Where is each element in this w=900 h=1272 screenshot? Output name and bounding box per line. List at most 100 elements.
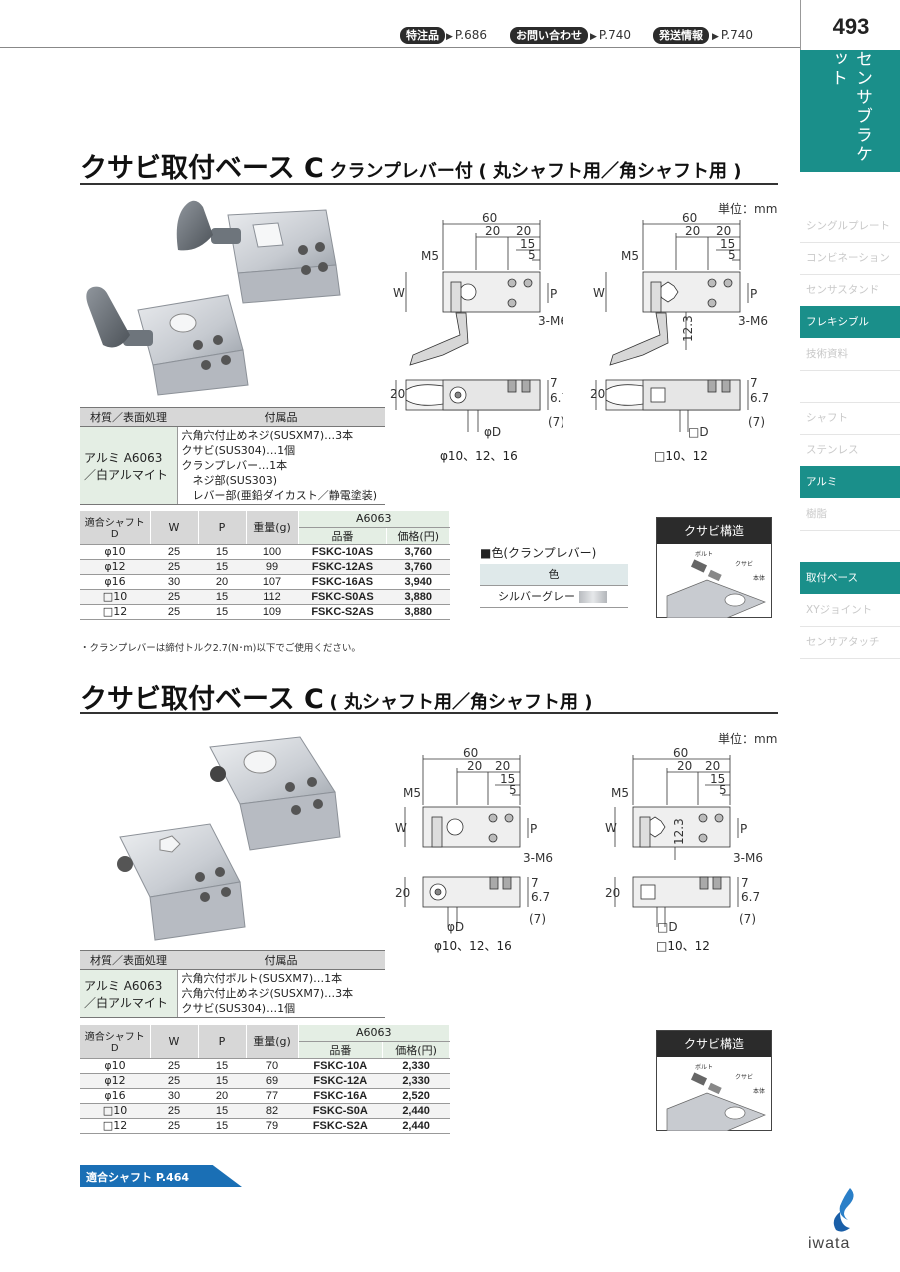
svg-text:20: 20 [605, 886, 620, 900]
svg-text:W: W [593, 286, 605, 300]
svg-text:60: 60 [682, 211, 697, 225]
section1-material-table: 材質／表面処理 付属品 アルミ A6063 ／白アルマイト 六角穴付止めネジ(S… [80, 407, 385, 505]
mat-value: アルミ A6063 ／白アルマイト [80, 969, 178, 1018]
spec-header-price: 価格(円) [386, 527, 450, 545]
nav-item-single-plate[interactable]: シングルプレート [806, 220, 890, 232]
svg-text:P: P [740, 822, 747, 836]
section2-caption-round: φ10、12、16 [434, 939, 512, 953]
svg-text:(7): (7) [529, 912, 546, 926]
section1-drawing-square: 60 20 20 15 5 M5 W P 3-M6 12.3 20 7 6.7 … [590, 211, 768, 439]
section2-title-main: クサビ取付ベース C [80, 684, 324, 715]
accessory-item: クサビ(SUS304)…1個 [181, 444, 296, 457]
silver-swatch [579, 591, 607, 603]
svg-text:6.7: 6.7 [531, 890, 550, 904]
shaft-link-banner[interactable] [80, 1165, 242, 1187]
svg-text:ボルト: ボルト [695, 1063, 713, 1071]
nav-item-xy-joint[interactable]: XYジョイント [806, 604, 873, 616]
svg-text:60: 60 [673, 746, 688, 760]
section2-material-table: 材質／表面処理 付属品 アルミ A6063 ／白アルマイト 六角穴付ボルト(SU… [80, 950, 385, 1018]
spec-header-a6063: A6063 [298, 511, 450, 528]
section1-product-photo [86, 200, 341, 396]
mat-header-material: 材質／表面処理 [80, 950, 177, 970]
accessory-item: 六角穴付止めネジ(SUSXM7)…3本 [181, 429, 354, 442]
svg-text:6.7: 6.7 [750, 391, 768, 405]
svg-text:M5: M5 [621, 249, 639, 263]
svg-text:5: 5 [719, 783, 727, 797]
spec-header-shaft: 適合シャフトD [80, 1025, 151, 1059]
svg-text:3-M6: 3-M6 [733, 851, 763, 865]
ref-label-inquiry: お問い合わせ [510, 27, 588, 44]
svg-text:M5: M5 [421, 249, 439, 263]
svg-text:W: W [395, 821, 407, 835]
section2-drawing-square: 60 20 20 15 5 M5 W P 3-M6 12.3 20 7 6.7 … [605, 746, 763, 934]
section2-title: クサビ取付ベース C ( 丸シャフト用／角シャフト用 ) [80, 677, 592, 716]
color-value: シルバーグレー [498, 590, 575, 603]
nav-item-shaft[interactable]: シャフト [806, 412, 848, 424]
ref-label-custom: 特注品 [400, 27, 445, 44]
section1-title-paren: ( 丸シャフト用／角シャフト用 ) [478, 161, 742, 182]
svg-text:20: 20 [705, 759, 720, 773]
accessory-item: 六角穴付止めネジ(SUSXM7)…3本 [181, 987, 354, 1000]
svg-text:P: P [550, 287, 557, 301]
svg-text:7: 7 [531, 876, 539, 890]
svg-text:20: 20 [677, 759, 692, 773]
spec-header-w: W [150, 511, 199, 545]
svg-text:5: 5 [728, 248, 736, 262]
category-tab[interactable]: センサブラケット [800, 50, 900, 172]
svg-text:15: 15 [710, 772, 725, 786]
svg-text:クサビ: クサビ [735, 1073, 753, 1081]
svg-text:6.7: 6.7 [550, 391, 563, 405]
nav-item-mount-base[interactable]: 取付ベース [800, 562, 900, 594]
page-number: 493 [832, 14, 870, 39]
svg-text:クサビ: クサビ [735, 560, 753, 568]
svg-text:P: P [750, 287, 757, 301]
nav-item-technical[interactable]: 技術資料 [806, 348, 848, 360]
accessory-item: クランプレバー…1本 [181, 459, 288, 472]
nav-item-combination[interactable]: コンビネーション [806, 252, 890, 264]
svg-text:20: 20 [590, 387, 605, 401]
svg-text:W: W [605, 821, 617, 835]
mat-header-material: 材質／表面処理 [80, 407, 177, 427]
svg-text:12.3: 12.3 [672, 818, 686, 845]
shaft-link-text[interactable]: 適合シャフト P.464 [86, 1171, 190, 1184]
spec-header-p: P [198, 511, 247, 545]
brand-name: iwata [808, 1235, 851, 1252]
nav-item-stainless[interactable]: ステンレス [806, 444, 859, 456]
svg-text:φD: φD [484, 425, 501, 439]
svg-text:20: 20 [467, 759, 482, 773]
nav-item-aluminum[interactable]: アルミ [800, 466, 900, 498]
spec-header-price: 価格(円) [382, 1041, 450, 1059]
ref-page-shipping[interactable]: P.740 [712, 28, 753, 42]
nav-item-sensor-stand[interactable]: センサスタンド [806, 284, 880, 296]
section1-title: クサビ取付ベース C クランプレバー付 ( 丸シャフト用／角シャフト用 ) [80, 146, 742, 185]
svg-text:20: 20 [390, 387, 405, 401]
ref-page-custom[interactable]: P.686 [446, 28, 487, 42]
mat-value: アルミ A6063 ／白アルマイト [80, 426, 178, 505]
nav-item-resin[interactable]: 樹脂 [806, 508, 827, 520]
ref-label-shipping: 発送情報 [653, 27, 709, 44]
svg-text:(7): (7) [548, 415, 563, 429]
nav-item-sensor-attach[interactable]: センサアタッチ [806, 636, 880, 648]
spec-header-code: 品番 [298, 1041, 384, 1059]
color-title: ■色(クランプレバー) [480, 546, 597, 560]
nav-item-flexible[interactable]: フレキシブル [800, 306, 900, 338]
wedge-structure-illustration: ボルト クサビ 本体 [666, 1063, 766, 1132]
svg-text:20: 20 [485, 224, 500, 238]
svg-text:15: 15 [500, 772, 515, 786]
section1-structure-box: クサビ構造 ボルト クサビ 本体 [656, 517, 772, 619]
svg-text:ボルト: ボルト [695, 550, 713, 558]
section1-title-main: クサビ取付ベース C [80, 153, 324, 184]
spec-header-p: P [198, 1025, 247, 1059]
spec-header-weight: 重量(g) [246, 511, 299, 545]
svg-text:本体: 本体 [753, 574, 765, 582]
structure-title: クサビ構造 [657, 1031, 771, 1057]
svg-text:(7): (7) [748, 415, 765, 429]
ref-page-inquiry[interactable]: P.740 [590, 28, 631, 42]
section2-title-paren: ( 丸シャフト用／角シャフト用 ) [329, 692, 593, 713]
